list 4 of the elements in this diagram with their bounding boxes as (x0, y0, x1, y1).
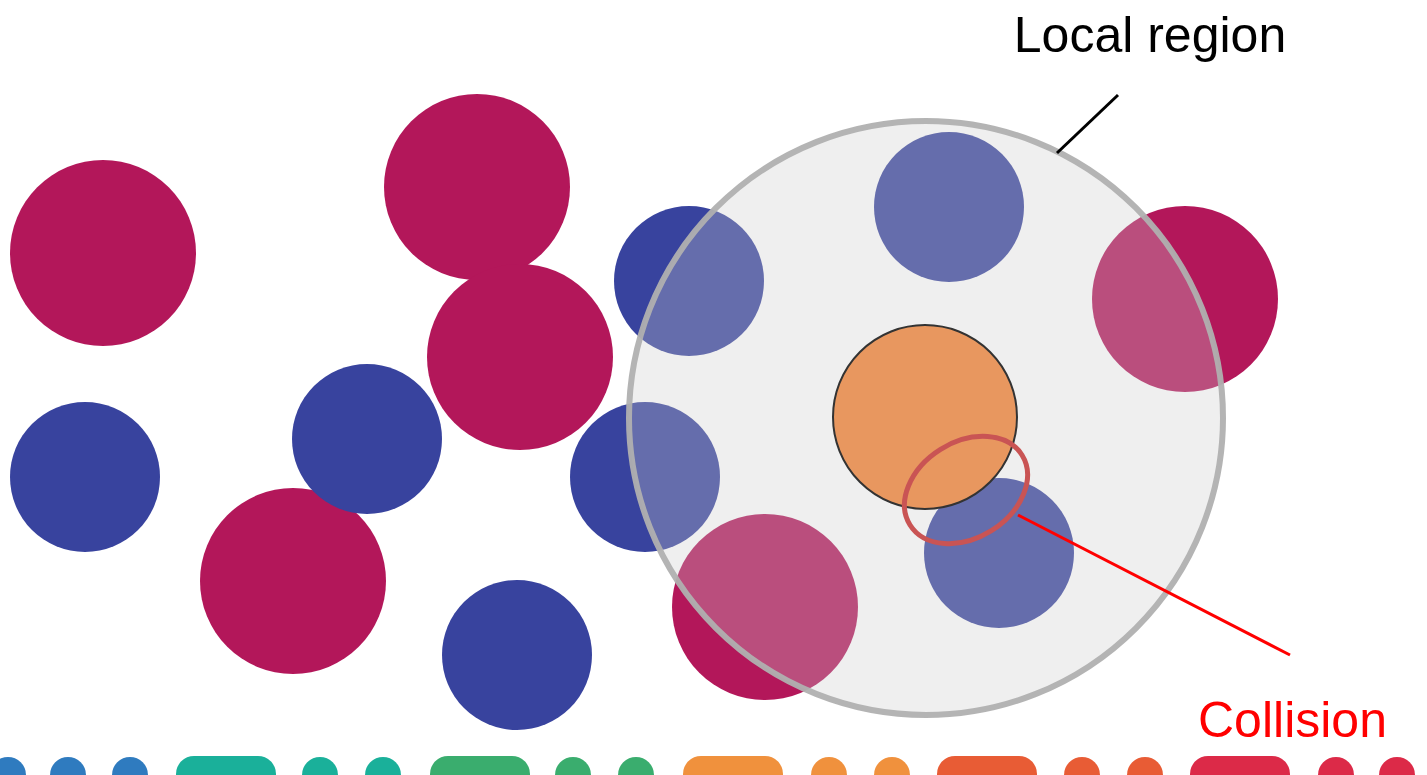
leader-line (1055, 93, 1120, 155)
callout-label: Collision (1197, 691, 1388, 750)
leader-line (1017, 513, 1291, 657)
callout-label: Local region (1012, 6, 1288, 65)
